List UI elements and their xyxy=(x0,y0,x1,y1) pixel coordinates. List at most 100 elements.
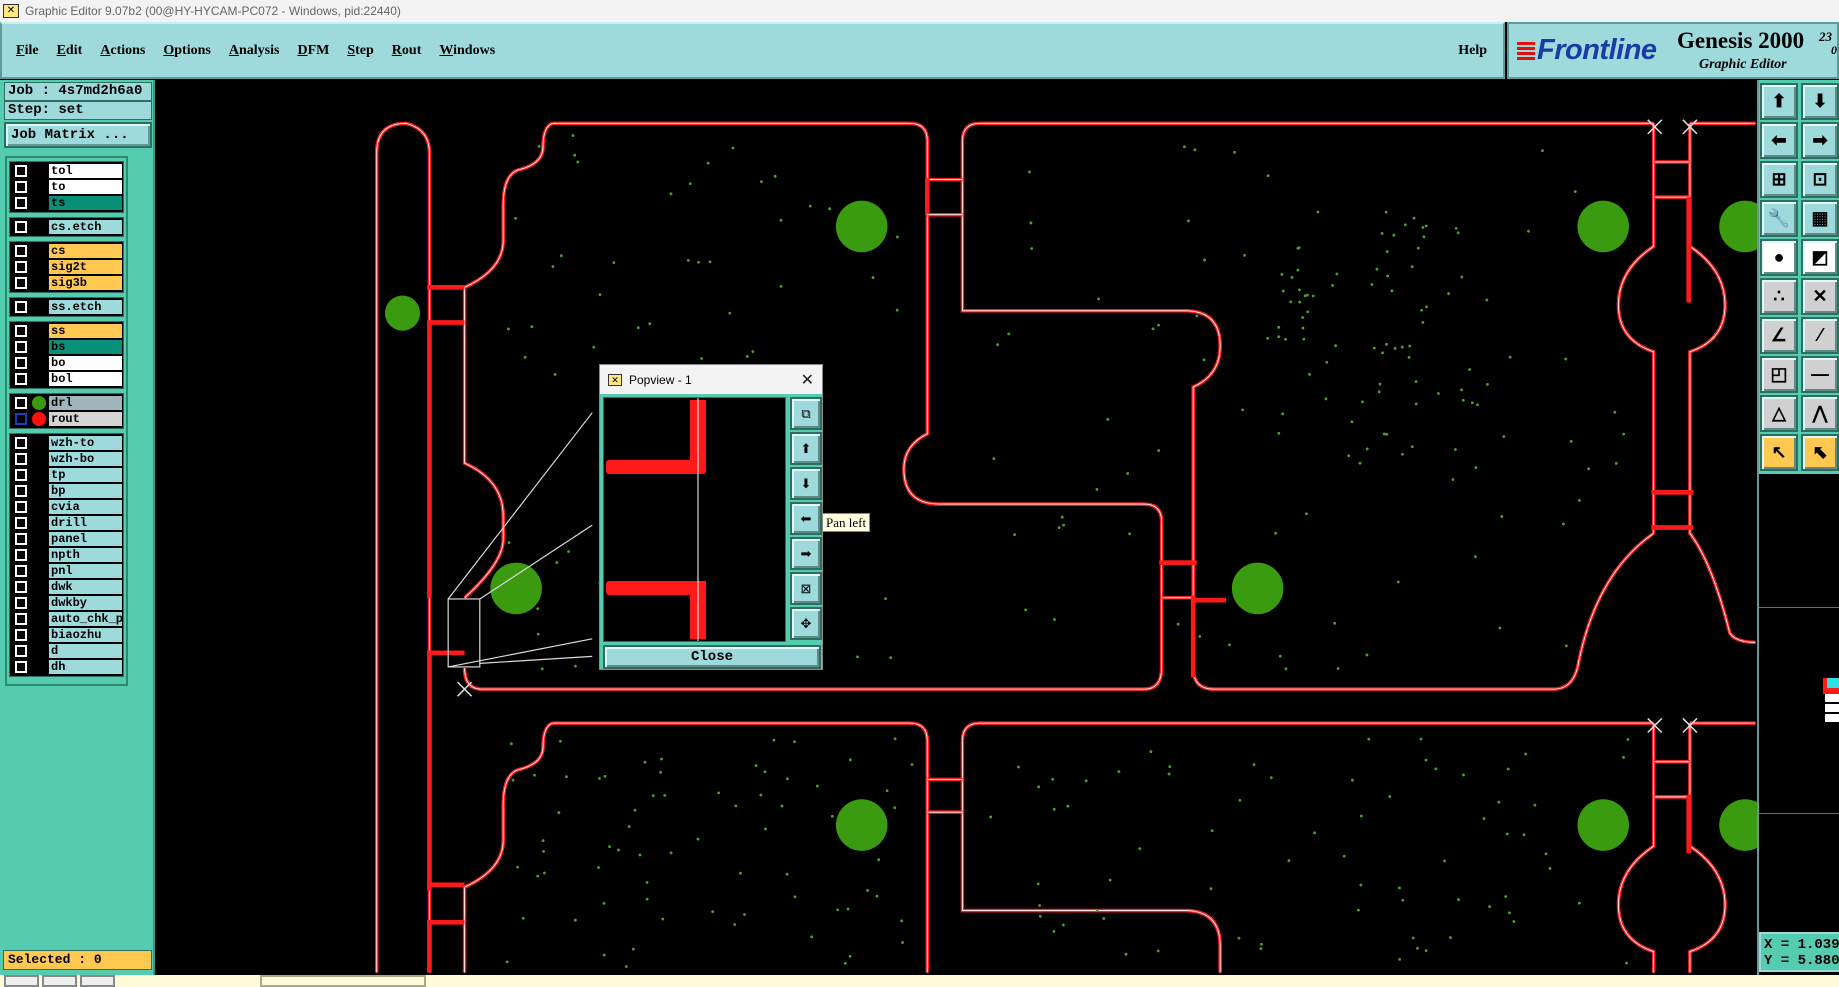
layer-row-wzh-bo[interactable]: wzh-bo xyxy=(11,451,122,467)
layer-name[interactable]: sig3b xyxy=(49,276,122,290)
layer-name[interactable]: ts xyxy=(49,196,122,210)
layer-checkbox[interactable] xyxy=(15,581,27,593)
layer-checkbox[interactable] xyxy=(15,221,27,233)
layer-checkbox[interactable] xyxy=(15,397,27,409)
layer-name[interactable]: wzh-to xyxy=(49,436,122,450)
layer-checkbox[interactable] xyxy=(15,197,27,209)
layer-row-bol[interactable]: bol xyxy=(11,371,122,387)
layer-display-slot[interactable] xyxy=(32,516,46,530)
overview-map[interactable] xyxy=(1759,607,1839,814)
bottom-button-1[interactable] xyxy=(4,975,39,987)
close-icon[interactable]: ✕ xyxy=(800,372,814,389)
snap-button[interactable]: ● xyxy=(1760,239,1798,276)
layer-display-slot[interactable] xyxy=(32,324,46,338)
layer-row-dwkby[interactable]: dwkby xyxy=(11,595,122,611)
layer-display-slot[interactable] xyxy=(32,276,46,290)
popview-home-view-button[interactable]: ⧉ xyxy=(790,397,822,430)
layer-display-slot[interactable] xyxy=(32,660,46,674)
layer-display-slot[interactable] xyxy=(32,436,46,450)
layer-checkbox[interactable] xyxy=(15,453,27,465)
layer-display-slot[interactable] xyxy=(32,244,46,258)
menu-file[interactable]: File xyxy=(16,42,39,58)
chevron-button[interactable]: ⋀ xyxy=(1801,395,1839,432)
layer-checkbox[interactable] xyxy=(15,565,27,577)
menu-dfm[interactable]: DFM xyxy=(297,42,330,58)
layer-name[interactable]: to xyxy=(49,180,122,194)
layer-display-slot[interactable] xyxy=(32,612,46,626)
popview-zoom-in-button[interactable]: ⊠ xyxy=(790,572,822,605)
layer-row-sig2t[interactable]: sig2t xyxy=(11,259,122,275)
layer-row-cvia[interactable]: cvia xyxy=(11,499,122,515)
layer-name[interactable]: bo xyxy=(49,356,122,370)
layer-row-drl[interactable]: drl xyxy=(11,395,122,411)
bottom-button-3[interactable] xyxy=(80,975,115,987)
layer-name[interactable]: drill xyxy=(49,516,122,530)
layer-row-ss.etch[interactable]: ss.etch xyxy=(11,299,122,315)
layer-row-tol[interactable]: tol xyxy=(11,163,122,179)
layer-display-slot[interactable] xyxy=(32,196,46,210)
command-field[interactable] xyxy=(260,975,426,987)
layer-checkbox[interactable] xyxy=(15,325,27,337)
layer-row-pnl[interactable]: pnl xyxy=(11,563,122,579)
layer-checkbox[interactable] xyxy=(15,501,27,513)
layer-name[interactable]: bol xyxy=(49,372,122,386)
layer-checkbox[interactable] xyxy=(15,413,27,425)
layer-row-sig3b[interactable]: sig3b xyxy=(11,275,122,291)
layer-display-slot[interactable] xyxy=(32,596,46,610)
layer-checkbox[interactable] xyxy=(15,181,27,193)
cross-button[interactable]: ✕ xyxy=(1801,278,1839,315)
layer-name[interactable]: bs xyxy=(49,340,122,354)
layer-checkbox[interactable] xyxy=(15,629,27,641)
layer-checkbox[interactable] xyxy=(15,165,27,177)
popview-zoom-out-button[interactable]: ✥ xyxy=(790,607,822,640)
layer-name[interactable]: pnl xyxy=(49,564,122,578)
layer-name[interactable]: rout xyxy=(49,412,122,426)
layer-display-slot[interactable] xyxy=(32,260,46,274)
layer-checkbox[interactable] xyxy=(15,437,27,449)
layer-row-auto_chk_pnl[interactable]: auto_chk_pnl xyxy=(11,611,122,627)
popview-pan-down-button[interactable]: ⬇ xyxy=(790,467,822,500)
layer-display-slot[interactable] xyxy=(32,548,46,562)
layer-row-cs.etch[interactable]: cs.etch xyxy=(11,219,122,235)
layer-name[interactable]: ss.etch xyxy=(49,300,122,314)
layer-checkbox[interactable] xyxy=(15,373,27,385)
layer-checkbox[interactable] xyxy=(15,645,27,657)
layer-row-wzh-to[interactable]: wzh-to xyxy=(11,435,122,451)
popview-pan-up-button[interactable]: ⬆ xyxy=(790,432,822,465)
popview-canvas[interactable] xyxy=(603,397,786,642)
layer-name[interactable]: dwkby xyxy=(49,596,122,610)
layer-name[interactable]: tp xyxy=(49,468,122,482)
layer-row-tp[interactable]: tp xyxy=(11,467,122,483)
layer-checkbox[interactable] xyxy=(15,277,27,289)
bottom-button-2[interactable] xyxy=(42,975,77,987)
measure-button[interactable]: ◩ xyxy=(1801,239,1839,276)
layer-display-slot[interactable] xyxy=(32,372,46,386)
layer-checkbox[interactable] xyxy=(15,357,27,369)
connect-button[interactable]: ∴ xyxy=(1760,278,1798,315)
layer-display-slot[interactable] xyxy=(32,564,46,578)
layer-name[interactable]: wzh-bo xyxy=(49,452,122,466)
popview-titlebar[interactable]: ✕ Popview - 1 xyxy=(600,365,822,394)
layer-row-ss[interactable]: ss xyxy=(11,323,122,339)
layer-name[interactable]: biaozhu xyxy=(49,628,122,642)
layer-row-to[interactable]: to xyxy=(11,179,122,195)
layer-name[interactable]: sig2t xyxy=(49,260,122,274)
layer-display-slot[interactable] xyxy=(32,532,46,546)
layer-name[interactable]: panel xyxy=(49,532,122,546)
layer-name[interactable]: tol xyxy=(49,164,122,178)
layer-display-icon[interactable] xyxy=(32,396,46,410)
layer-checkbox[interactable] xyxy=(15,245,27,257)
layer-checkbox[interactable] xyxy=(15,469,27,481)
popview-pan-left-button[interactable]: ⬅ xyxy=(790,502,822,535)
layer-row-bo[interactable]: bo xyxy=(11,355,122,371)
layer-display-slot[interactable] xyxy=(32,356,46,370)
layer-name[interactable]: cs.etch xyxy=(49,220,122,234)
close-button[interactable]: Close xyxy=(603,645,821,669)
layer-checkbox[interactable] xyxy=(15,549,27,561)
layer-row-bs[interactable]: bs xyxy=(11,339,122,355)
menu-rout[interactable]: Rout xyxy=(391,42,422,58)
layer-row-dwk[interactable]: dwk xyxy=(11,579,122,595)
layer-row-biaozhu[interactable]: biaozhu xyxy=(11,627,122,643)
menu-options[interactable]: Options xyxy=(163,42,211,58)
layer-row-rout[interactable]: rout xyxy=(11,411,122,427)
